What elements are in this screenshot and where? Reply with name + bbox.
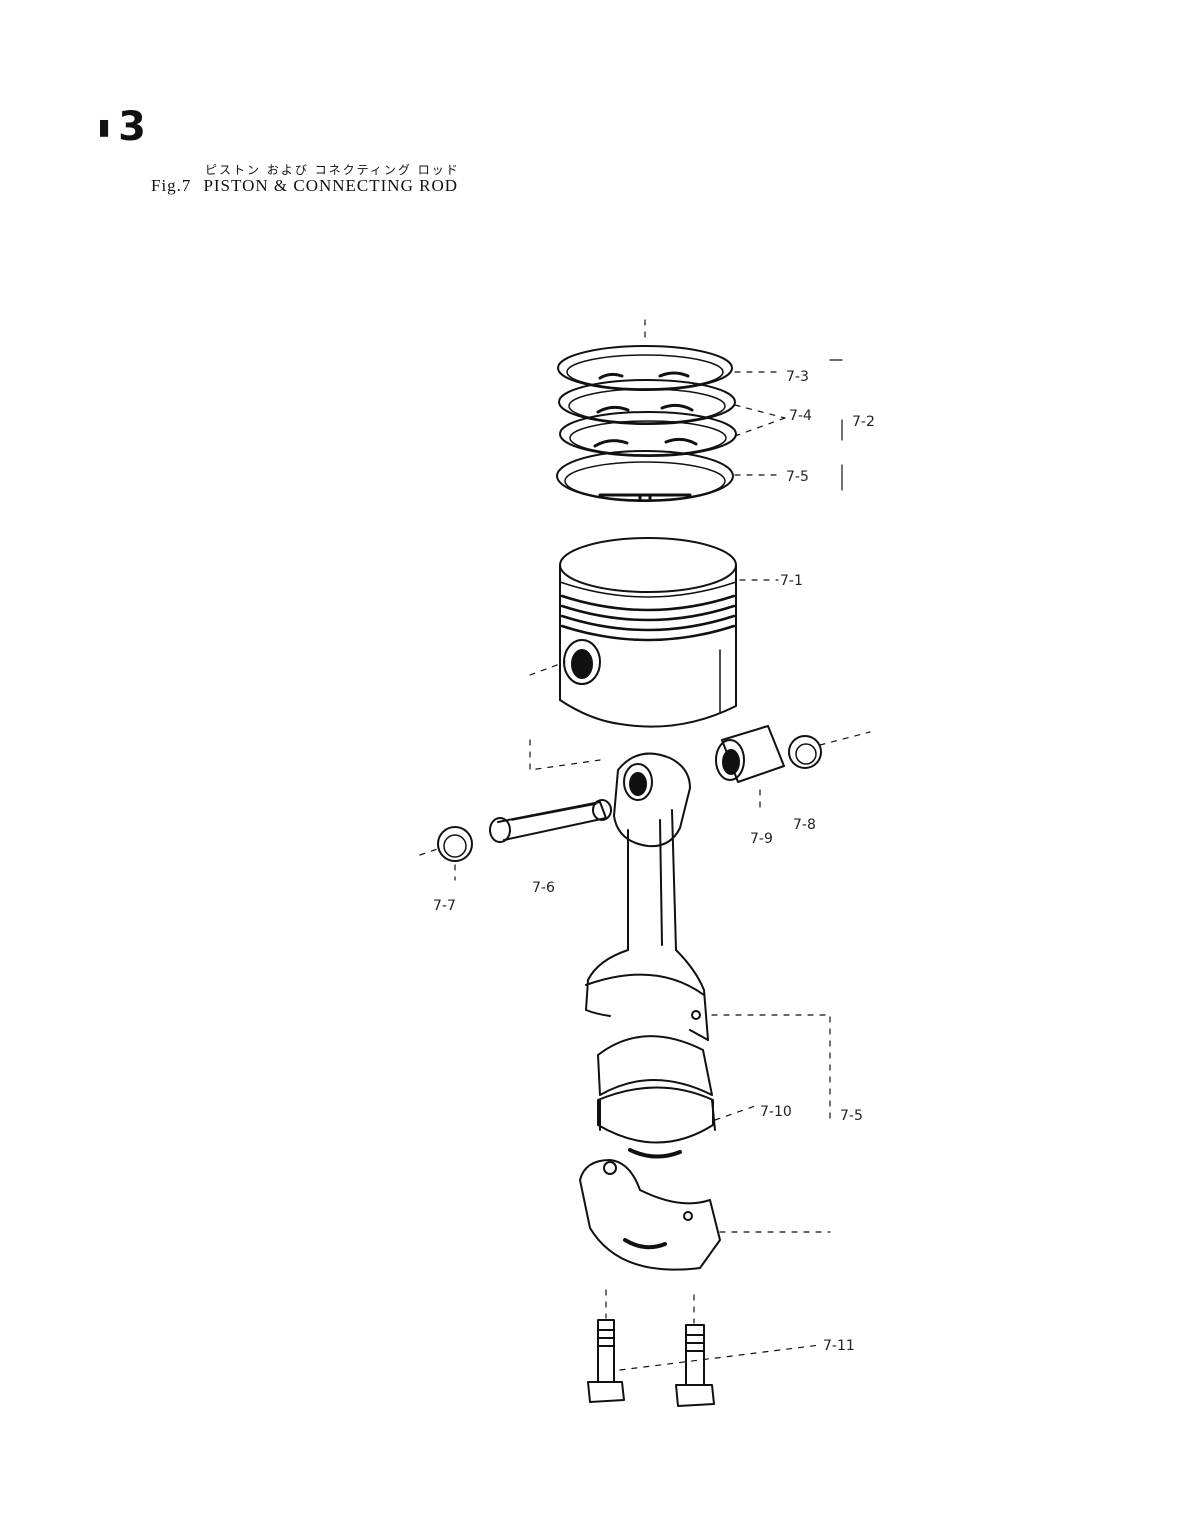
- label-7-5-rod: 7-5: [840, 1108, 863, 1124]
- figure-title-japanese: ピストン および コネクティング ロッド: [205, 163, 460, 177]
- connecting-rod-bolt-right: [675, 1324, 715, 1407]
- leader-lines: [419, 319, 871, 1371]
- connecting-rod-cap: [579, 1159, 721, 1271]
- figure-title: Fig.7 PISTON & CONNECTING ROD: [151, 176, 458, 196]
- piston-ring-oil: [556, 450, 734, 502]
- piston: [559, 537, 737, 728]
- page-mark: ▮: [98, 115, 115, 140]
- label-7-2: 7-2: [852, 414, 875, 430]
- figure-number: Fig.7: [151, 176, 192, 195]
- label-7-3: 7-3: [786, 369, 809, 385]
- piston-ring-third: [559, 411, 737, 457]
- label-7-7: 7-7: [433, 898, 456, 914]
- figure-title-english: PISTON & CONNECTING ROD: [203, 176, 458, 195]
- part-labels: 7-3 7-4 7-2 7-5 7-1 7-6 7-7 7-9 7-8 7-10…: [433, 369, 875, 1354]
- connecting-rod-bolt-left: [587, 1319, 625, 1403]
- group-brackets: [829, 359, 843, 491]
- label-7-4: 7-4: [789, 408, 812, 424]
- label-7-8: 7-8: [793, 817, 816, 833]
- page-number-value: 3: [118, 104, 150, 150]
- label-7-11: 7-11: [823, 1338, 855, 1354]
- label-7-9: 7-9: [750, 831, 773, 847]
- piston-ring-second: [558, 379, 736, 425]
- snap-ring-right: [788, 735, 822, 769]
- piston-pin: [489, 799, 612, 843]
- label-7-10: 7-10: [760, 1104, 792, 1120]
- label-7-5: 7-5: [786, 469, 809, 485]
- label-7-1: 7-1: [780, 573, 803, 589]
- snap-ring-left: [437, 826, 473, 862]
- small-end-bushing: [715, 725, 785, 783]
- page-number: ▮3: [98, 104, 150, 150]
- label-7-6: 7-6: [532, 880, 555, 896]
- bearing-shell-lower: [597, 1086, 714, 1159]
- piston-ring-top: [557, 345, 733, 391]
- bearing-shell-upper: [597, 1035, 716, 1131]
- connecting-rod: [585, 752, 709, 1041]
